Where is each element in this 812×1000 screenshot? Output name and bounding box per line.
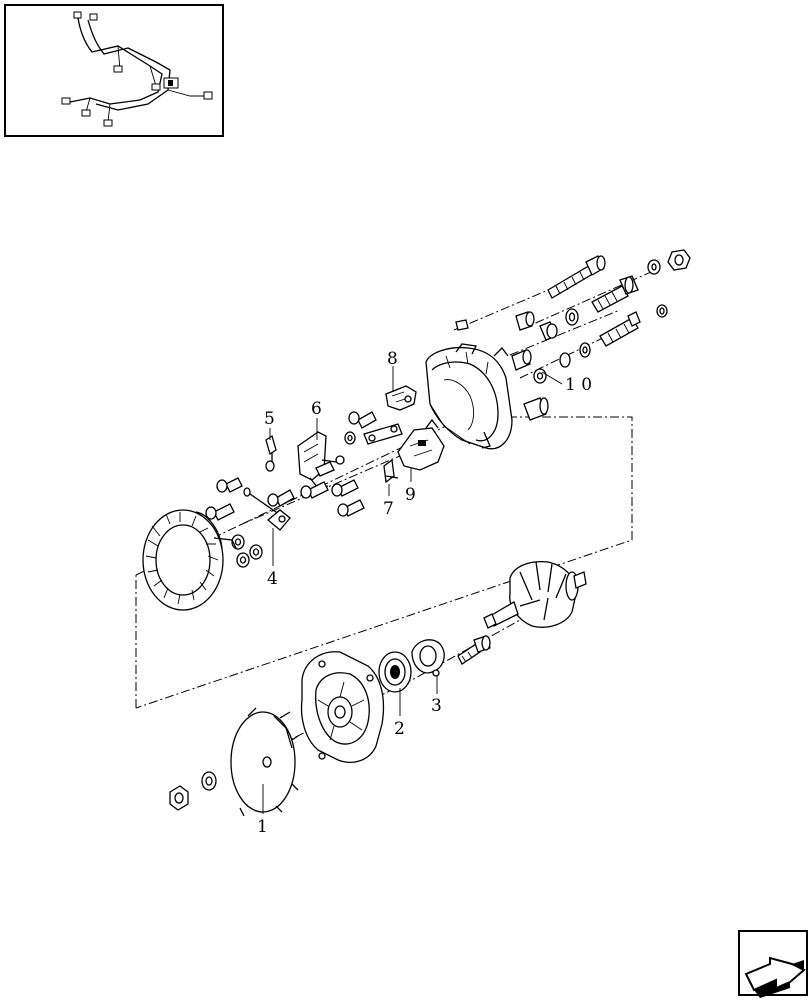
screws-middle	[205, 461, 365, 521]
stator	[142, 509, 237, 611]
callout-2: 2	[394, 719, 405, 739]
callout-8: 8	[387, 349, 398, 369]
front-housing	[300, 651, 385, 763]
callout-6: 6	[311, 399, 322, 419]
callout-9: 9	[405, 485, 416, 505]
stud-bolt-lower	[599, 304, 668, 347]
through-bolt-long	[547, 255, 606, 299]
front-nut-washer	[169, 771, 217, 811]
callout-10: 1 0	[565, 375, 592, 395]
fan	[230, 707, 299, 817]
rear-bushings	[455, 311, 571, 421]
rectifier-component	[385, 385, 417, 411]
callout-7: 7	[383, 499, 394, 519]
bearing	[378, 651, 412, 693]
bracket-clip	[383, 458, 399, 484]
next-page-arrow-icon[interactable]	[738, 930, 808, 998]
stud-bolt-upper	[591, 275, 639, 313]
bearing-retainer	[411, 639, 445, 677]
rear-housing	[425, 343, 513, 450]
nut-washer-top-right	[647, 249, 691, 275]
stator-washers	[231, 534, 263, 568]
callout-5: 5	[264, 409, 275, 429]
wiring-harness-thumbnail-icon[interactable]	[4, 4, 224, 137]
brush-holder	[397, 418, 445, 471]
lead-wire	[243, 487, 291, 531]
callout-1: 1	[257, 817, 268, 837]
assembly-dashed-boundary	[135, 416, 633, 709]
callout-3: 3	[431, 696, 442, 716]
rotor	[483, 560, 587, 629]
callout-4: 4	[267, 569, 278, 589]
retainer-screw	[457, 635, 491, 665]
terminal-clip	[265, 434, 277, 472]
voltage-regulator	[297, 431, 345, 489]
screw-upper	[348, 411, 377, 429]
link-plate	[363, 423, 403, 445]
